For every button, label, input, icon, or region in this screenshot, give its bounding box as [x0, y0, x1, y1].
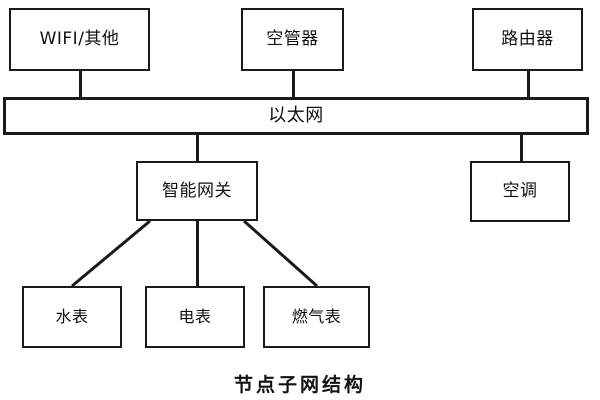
connector-router-to-bus — [527, 70, 530, 100]
diagram-caption: 节点子网结构 — [233, 374, 366, 396]
node-water-meter-label: 水表 — [55, 307, 89, 326]
node-water-meter[interactable]: 水表 — [22, 286, 122, 348]
node-ethernet-bus[interactable]: 以太网 — [3, 97, 589, 135]
node-air-conditioner[interactable]: 空调 — [470, 161, 570, 222]
connector-wifi-to-bus — [79, 70, 82, 100]
connector-gateway-to-gas-meter — [243, 219, 318, 288]
connector-bus-to-gateway — [196, 133, 199, 163]
connector-gateway-to-water-meter — [71, 219, 151, 288]
connector-air-controller-to-bus — [292, 70, 295, 100]
node-gas-meter[interactable]: 燃气表 — [263, 286, 370, 348]
node-smart-gateway-label: 智能网关 — [162, 180, 232, 201]
node-ethernet-bus-label: 以太网 — [268, 105, 324, 126]
node-air-controller-label: 空管器 — [266, 29, 319, 49]
connector-bus-to-air-conditioner — [520, 133, 523, 163]
node-gas-meter-label: 燃气表 — [291, 307, 342, 326]
node-router-label: 路由器 — [501, 29, 554, 49]
node-wifi-other[interactable]: WIFI/其他 — [9, 8, 150, 71]
node-smart-gateway[interactable]: 智能网关 — [136, 161, 258, 221]
node-electric-meter-label: 电表 — [178, 307, 212, 326]
node-router[interactable]: 路由器 — [472, 8, 583, 71]
node-air-controller[interactable]: 空管器 — [241, 8, 344, 71]
node-electric-meter[interactable]: 电表 — [145, 286, 245, 348]
node-air-conditioner-label: 空调 — [502, 181, 538, 201]
node-wifi-other-label: WIFI/其他 — [39, 29, 120, 49]
connector-gateway-to-electric-meter — [196, 219, 199, 287]
